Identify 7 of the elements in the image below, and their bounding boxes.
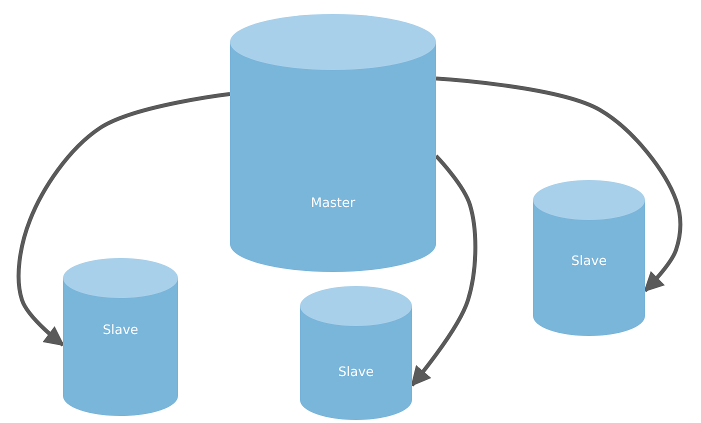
arrow [16, 92, 230, 346]
node-label: Master [310, 196, 356, 211]
arrow [410, 154, 478, 387]
node-label: Slave [102, 323, 140, 338]
node-label: Slave [337, 365, 375, 380]
node-label: Slave [570, 254, 608, 269]
arrow [436, 76, 682, 292]
